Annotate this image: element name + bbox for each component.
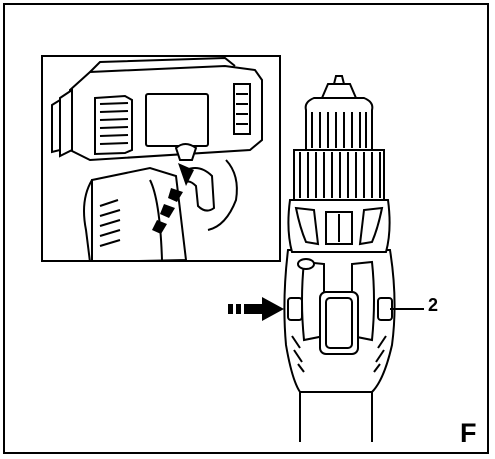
push-arrow-dashed <box>228 297 284 321</box>
vent-ribs-left <box>94 94 133 156</box>
inset-trigger-illustration <box>41 55 281 262</box>
inset-push-arrow <box>152 163 194 234</box>
drill-top-view <box>283 75 396 442</box>
callout-label: 2 <box>428 295 439 315</box>
direction-switch <box>287 297 393 321</box>
figure-label: F <box>460 418 477 448</box>
